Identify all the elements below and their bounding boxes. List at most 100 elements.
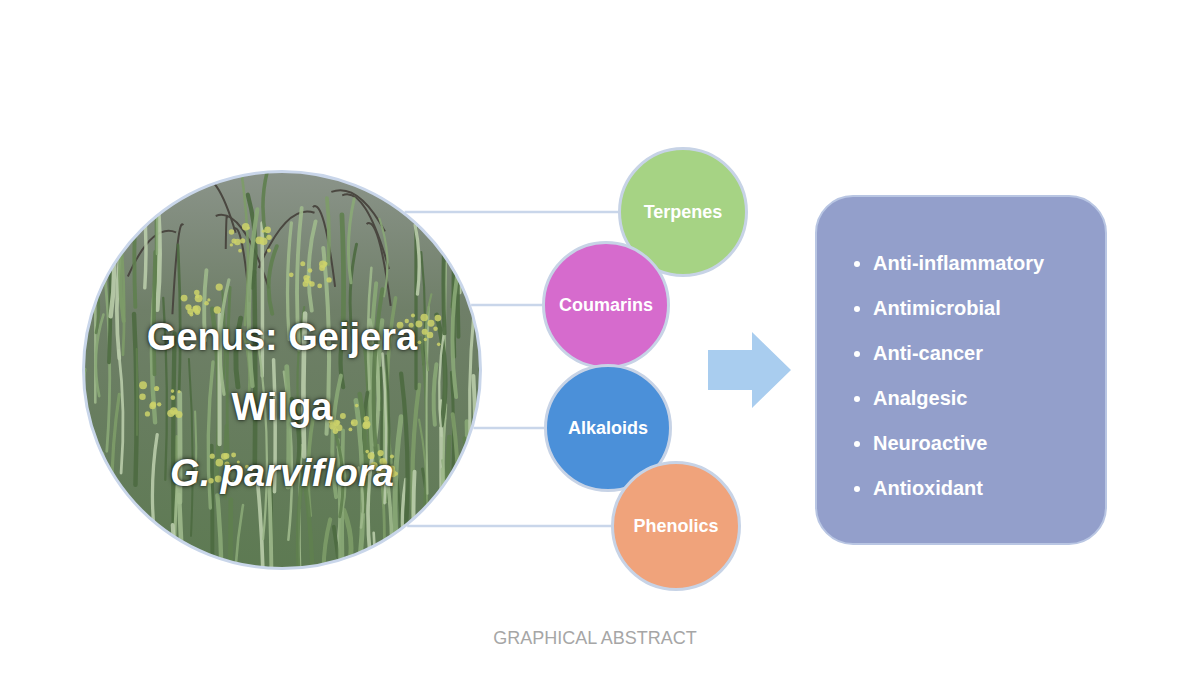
flower	[418, 341, 422, 345]
leaf	[189, 359, 193, 536]
leaf	[464, 438, 470, 590]
leaf	[482, 170, 484, 337]
leaf	[459, 485, 462, 648]
leaf	[415, 524, 423, 675]
flower	[424, 338, 427, 341]
leaf	[105, 198, 106, 262]
flower	[240, 238, 245, 243]
leaf	[494, 189, 497, 307]
flower	[154, 386, 159, 391]
branch	[445, 228, 478, 290]
leaf	[254, 272, 255, 463]
flower	[333, 428, 339, 434]
leaf	[129, 512, 136, 643]
leaf	[173, 333, 174, 532]
leaf	[479, 175, 485, 254]
flower	[289, 272, 294, 277]
leaf	[134, 180, 136, 307]
leaf	[497, 366, 499, 444]
flower	[355, 404, 359, 408]
flower	[333, 420, 339, 426]
leaf	[79, 212, 86, 283]
leaf	[458, 180, 460, 337]
flower	[139, 393, 145, 399]
flower	[238, 249, 242, 253]
leaf	[401, 374, 407, 547]
leaf	[443, 210, 445, 333]
leaf	[102, 454, 109, 629]
leaf	[173, 525, 177, 675]
connector-line	[407, 525, 611, 528]
flower	[234, 239, 240, 245]
flower	[149, 403, 156, 410]
flower	[351, 421, 354, 424]
branch	[226, 216, 227, 249]
branch	[259, 211, 315, 268]
compound-label: Phenolics	[633, 516, 718, 537]
photo-ground	[82, 170, 482, 570]
branch	[46, 205, 100, 265]
flower	[422, 329, 428, 335]
leaf	[379, 219, 387, 297]
leaf	[217, 495, 221, 654]
activity-box: Anti-inflammatoryAntimicrobialAnti-cance…	[815, 195, 1107, 545]
flower	[185, 304, 191, 310]
compound-label: Terpenes	[644, 202, 723, 223]
circle-shape	[82, 170, 482, 570]
branch	[103, 188, 108, 278]
activity-item: Analgesic	[873, 376, 1095, 421]
leaf	[76, 370, 85, 560]
flower	[300, 261, 305, 266]
leaf	[458, 181, 461, 292]
activity-item: Antimicrobial	[873, 286, 1095, 331]
leaf	[258, 345, 267, 539]
leaf	[62, 478, 70, 660]
flower	[348, 427, 352, 431]
leaf	[306, 487, 314, 675]
activity-item: Anti-inflammatory	[873, 241, 1095, 286]
leaf	[309, 221, 316, 310]
leaf	[415, 225, 419, 294]
circle-outline	[613, 463, 740, 590]
leaf	[414, 472, 415, 539]
leaf	[143, 190, 146, 288]
flower	[428, 320, 435, 327]
flower	[266, 235, 271, 240]
leaf	[117, 509, 120, 587]
flower	[267, 249, 271, 253]
flower	[216, 283, 223, 290]
leaf	[269, 246, 277, 314]
leaf	[234, 505, 243, 675]
leaf	[65, 510, 70, 610]
plant-photo	[46, 160, 498, 675]
leaf	[453, 414, 459, 569]
flower	[326, 277, 331, 282]
leaf	[106, 197, 114, 317]
caption: GRAPHICAL ABSTRACT	[0, 628, 1190, 649]
flower	[433, 327, 438, 332]
leaf	[179, 495, 182, 675]
compound-circle: Phenolics	[611, 461, 741, 591]
flower	[157, 402, 161, 406]
flower	[171, 389, 175, 393]
flower	[262, 230, 265, 233]
flower	[195, 294, 203, 302]
plant-name: Genus: Geijera	[82, 314, 482, 360]
leaf	[249, 209, 258, 386]
leaf	[470, 426, 477, 511]
leaf	[487, 237, 492, 298]
flower	[139, 381, 147, 389]
leaf	[380, 368, 383, 461]
flower	[181, 295, 188, 302]
leaf	[258, 485, 263, 675]
flower	[319, 261, 327, 269]
flower	[307, 275, 310, 278]
leaf	[93, 452, 97, 610]
activity-item: Anti-cancer	[873, 331, 1095, 376]
leaf	[136, 349, 139, 435]
leaf	[107, 201, 110, 362]
activity-item: Antioxidant	[873, 466, 1095, 511]
circle-outline	[544, 243, 669, 368]
flower	[420, 314, 428, 322]
